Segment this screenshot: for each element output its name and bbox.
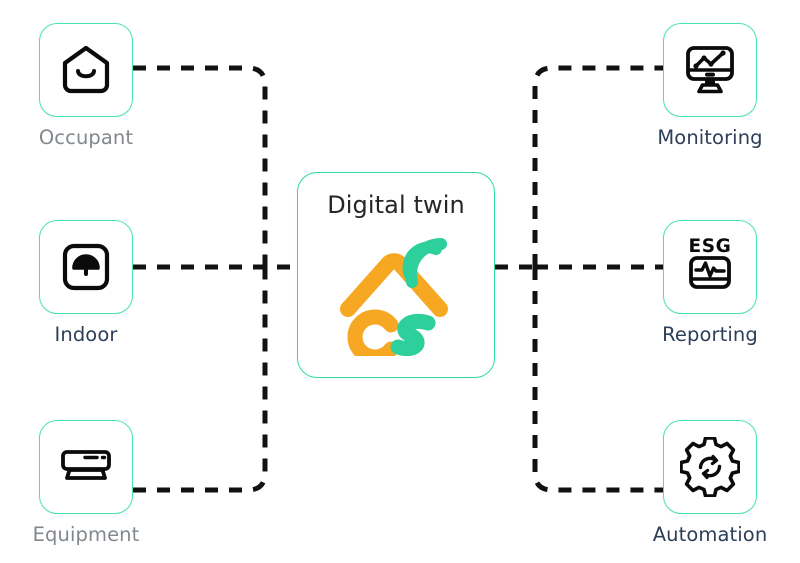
connector-occupant — [133, 65, 268, 267]
node-monitoring[interactable]: Monitoring — [657, 23, 763, 148]
node-indoor-box[interactable] — [39, 220, 133, 314]
center-card-digital-twin[interactable]: Digital twin — [297, 172, 495, 378]
center-title: Digital twin — [327, 191, 465, 219]
node-reporting[interactable]: ESG Reporting — [662, 220, 758, 346]
esg-caption: ESG — [689, 237, 732, 257]
node-reporting-label: Reporting — [662, 323, 758, 346]
node-equipment[interactable]: Equipment — [33, 420, 139, 545]
node-equipment-label: Equipment — [32, 523, 140, 546]
node-occupant-box[interactable] — [39, 23, 133, 117]
gear-refresh-icon — [680, 437, 740, 497]
esg-pulse-report-icon: ESG — [680, 237, 740, 297]
node-automation-label: Automation — [652, 523, 768, 546]
gauge-meter-icon — [57, 238, 115, 296]
node-monitoring-box[interactable] — [663, 23, 757, 117]
node-monitoring-label: Monitoring — [657, 126, 763, 149]
node-automation-box[interactable] — [663, 420, 757, 514]
cs-home-wifi-logo — [336, 231, 456, 365]
node-reporting-box[interactable]: ESG — [663, 220, 757, 314]
air-conditioner-icon — [56, 437, 116, 497]
node-occupant-label: Occupant — [38, 126, 134, 149]
node-equipment-box[interactable] — [39, 420, 133, 514]
connector-automation — [532, 267, 663, 493]
house-smile-icon — [57, 41, 115, 99]
node-indoor-label: Indoor — [54, 323, 118, 346]
node-occupant[interactable]: Occupant — [39, 23, 133, 148]
connector-monitoring — [532, 65, 663, 267]
connector-equipment — [133, 267, 268, 493]
monitor-line-chart-icon — [680, 40, 740, 100]
node-indoor[interactable]: Indoor — [39, 220, 133, 345]
node-automation[interactable]: Automation — [653, 420, 767, 545]
